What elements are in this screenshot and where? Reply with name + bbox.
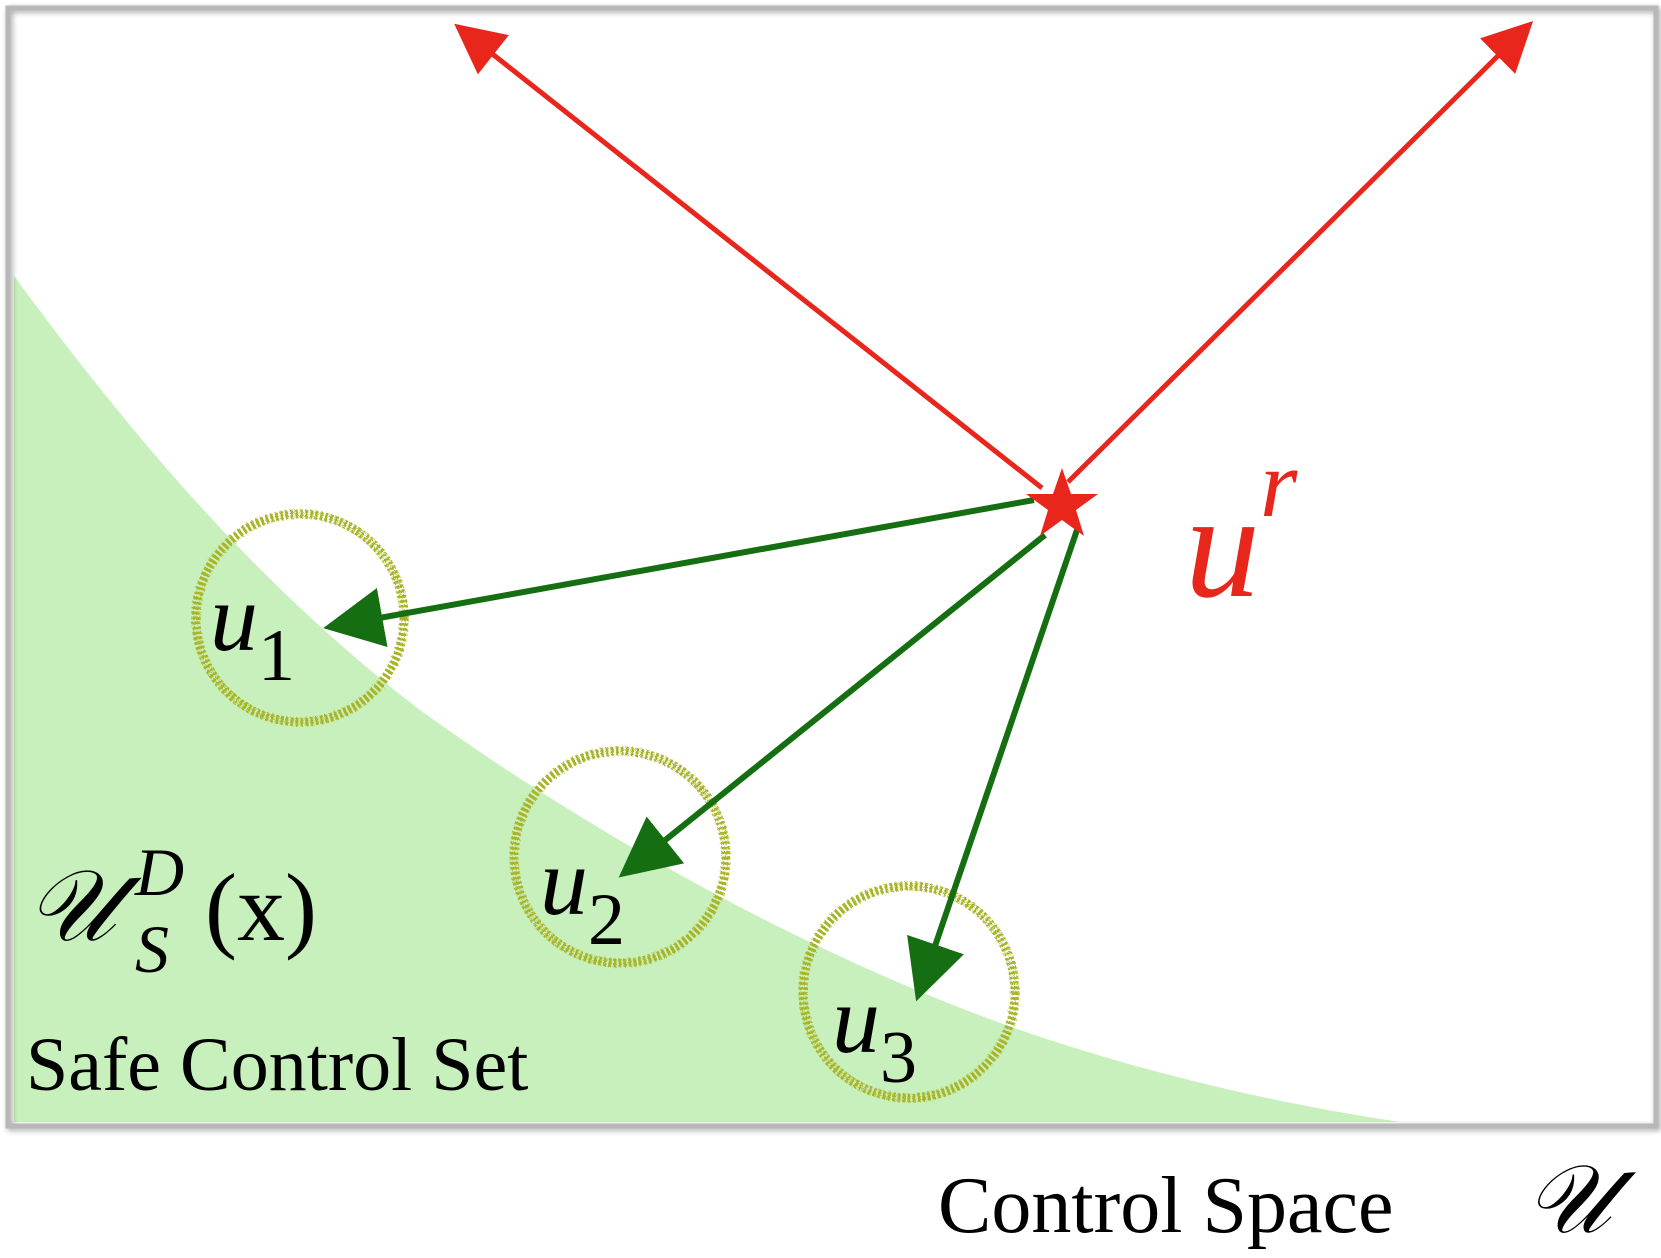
safe-set-superscript: D: [134, 834, 184, 910]
reference-control-star: [1026, 468, 1098, 536]
candidate-label-u3: u3: [832, 966, 917, 1099]
green-arrow-to-u2: [618, 532, 1047, 878]
safe-set-caption: Safe Control Set: [26, 1023, 528, 1107]
control-space-symbol: 𝒰: [1525, 1146, 1637, 1253]
candidate-ring-u2: [509, 746, 731, 968]
green-arrow-to-u3: [907, 529, 1080, 1002]
reference-control-label: ur: [1185, 430, 1298, 629]
red-arrow-upper-left: [454, 23, 1044, 490]
green-arrow-to-u1: [323, 497, 1035, 648]
safe-control-set-region: [14, 276, 1400, 1122]
safe-set-argument: (x): [205, 854, 317, 961]
safe-set-subscript: S: [135, 911, 169, 987]
reference-control-superscript: r: [1260, 430, 1298, 537]
red-arrow-upper-right: [1066, 20, 1534, 484]
control-space-frame: [5, 5, 1659, 1129]
candidate-label-u2: u2: [540, 828, 625, 961]
candidate-label-u1: u1: [210, 564, 295, 697]
candidate-ring-u1: [191, 509, 409, 727]
control-space-caption: Control Space: [938, 1162, 1393, 1250]
candidate-ring-u3: [798, 881, 1020, 1103]
